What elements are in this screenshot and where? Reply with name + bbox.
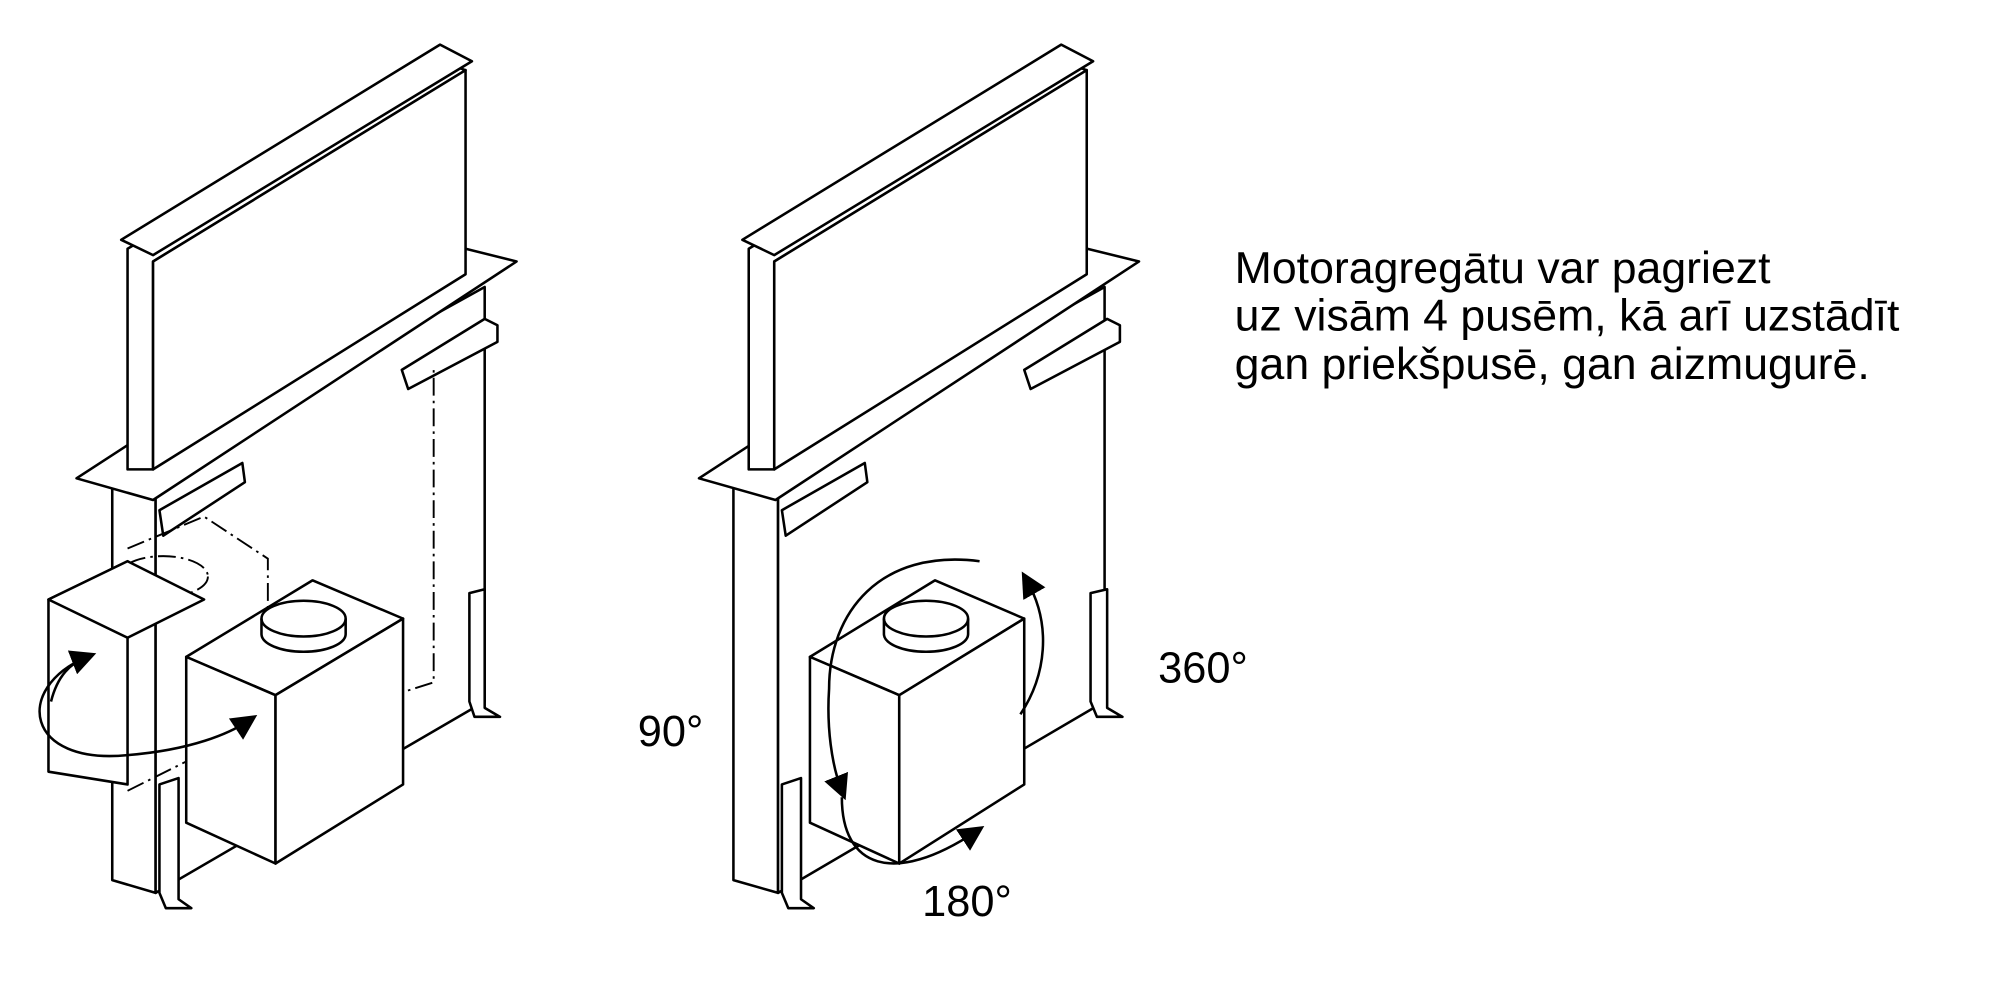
- angle-label-360: 360°: [1158, 644, 1248, 692]
- description-line-1: Motoragregātu var pagriezt: [1235, 244, 1771, 293]
- angle-label-180: 180°: [922, 878, 1012, 926]
- angle-label-90: 90°: [638, 708, 704, 756]
- downdraft-unit-left: [38, 43, 518, 910]
- downdraft-unit-right: [697, 43, 1141, 910]
- description-line-2: uz visām 4 pusēm, kā arī uzstādīt: [1235, 291, 1900, 340]
- description-line-3: gan priekšpusē, gan aizmugurē.: [1235, 340, 1870, 389]
- description-text: Motoragregātu var pagriezt uz visām 4 pu…: [1235, 244, 1900, 389]
